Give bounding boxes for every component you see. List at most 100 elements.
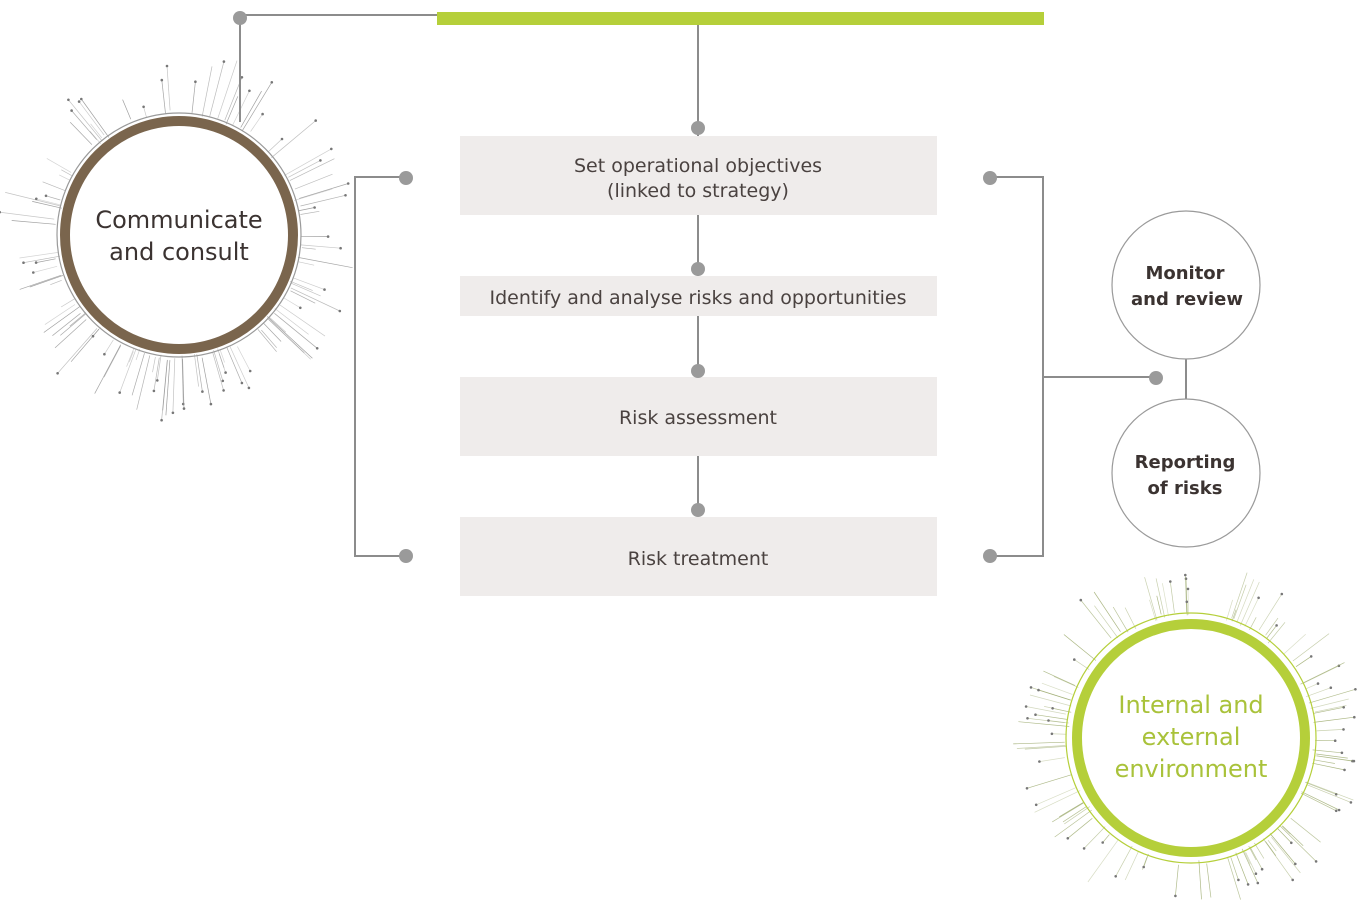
burst-ray	[1283, 633, 1306, 655]
burst-ray	[271, 120, 316, 158]
connector-dot	[399, 171, 413, 185]
burst-ray	[1262, 838, 1293, 881]
burst-ray	[42, 181, 66, 192]
burst-ray	[217, 348, 225, 368]
burst-dot	[1352, 759, 1356, 763]
burst-ray	[283, 297, 301, 309]
burst-ray	[94, 344, 122, 394]
burst-dot	[1079, 598, 1083, 602]
step-box-objectives: Set operational objectives (linked to st…	[460, 136, 937, 215]
burst-ray	[1026, 774, 1072, 789]
right-bracket	[990, 176, 1044, 557]
burst-dot	[156, 379, 159, 382]
burst-ray	[268, 319, 305, 353]
burst-ray	[1305, 683, 1319, 690]
connector-dot	[691, 503, 705, 517]
burst-ray	[152, 357, 156, 373]
burst-ray	[267, 316, 313, 359]
burst-ray	[274, 308, 309, 335]
burst-dot	[1174, 894, 1177, 898]
burst-ray	[1316, 729, 1344, 732]
burst-ray	[50, 279, 62, 286]
burst-dot	[1025, 787, 1029, 790]
burst-ray	[131, 353, 145, 396]
step-label-identify: Identify and analyse risks and opportuni…	[489, 287, 906, 309]
burst-ray	[1162, 583, 1169, 617]
burst-dot	[1237, 878, 1240, 882]
burst-dot	[221, 379, 225, 383]
burst-ray	[1266, 625, 1277, 639]
burst-ray	[1169, 581, 1175, 613]
burst-ray	[1313, 716, 1355, 723]
burst-ray	[1155, 578, 1166, 618]
burst-dot	[209, 402, 213, 406]
burst-ray	[1305, 781, 1337, 795]
burst-ray	[213, 350, 224, 382]
burst-ray	[279, 304, 326, 337]
reporting-circle: Reporting of risks	[1111, 398, 1261, 548]
burst-dot	[1337, 808, 1341, 812]
burst-dot	[222, 60, 226, 63]
burst-ray	[261, 329, 277, 348]
burst-ray	[45, 195, 61, 201]
burst-ray	[1230, 857, 1239, 881]
burst-ray	[1094, 605, 1119, 639]
burst-ray	[1052, 707, 1072, 713]
burst-ray	[71, 110, 97, 140]
burst-ray	[1039, 757, 1065, 762]
left-bracket	[354, 176, 406, 557]
burst-ray	[1269, 833, 1296, 865]
step-label-treatment: Risk treatment	[628, 548, 769, 570]
burst-dot	[1050, 732, 1054, 736]
burst-ray	[1235, 852, 1249, 885]
burst-ray	[1316, 753, 1348, 759]
burst-dot	[1294, 862, 1297, 866]
burst-ray	[44, 304, 76, 325]
connector-dot	[399, 549, 413, 563]
burst-dot	[315, 347, 319, 350]
burst-dot	[1037, 688, 1040, 692]
burst-ray	[242, 82, 273, 131]
burst-ray	[194, 354, 199, 387]
burst-ray	[1144, 577, 1158, 621]
burst-dot	[171, 411, 175, 415]
burst-ray	[1281, 825, 1291, 835]
burst-ray	[52, 313, 81, 336]
reporting-label-line2: of risks	[1148, 478, 1223, 499]
burst-ray	[1149, 599, 1157, 621]
burst-ray	[1124, 851, 1139, 881]
burst-dot	[1342, 706, 1345, 709]
burst-dot	[1343, 768, 1346, 772]
burst-ray	[299, 183, 349, 199]
burst-ray	[104, 339, 114, 355]
burst-dot	[1186, 587, 1190, 591]
burst-dot	[280, 137, 284, 141]
burst-dot	[1246, 883, 1250, 886]
burst-ray	[1239, 581, 1260, 626]
burst-ray	[166, 65, 171, 111]
burst-ray	[1312, 749, 1342, 754]
burst-ray	[300, 210, 320, 215]
burst-ray	[1041, 682, 1073, 695]
burst-ray	[1314, 705, 1347, 713]
burst-dot	[247, 386, 251, 390]
burst-ray	[70, 328, 100, 362]
burst-ray	[290, 290, 316, 304]
burst-ray	[1102, 834, 1110, 843]
step-label-assessment: Risk assessment	[619, 407, 777, 429]
reporting-label-line1: Reporting	[1135, 452, 1236, 473]
burst-dot	[142, 105, 145, 109]
burst-ray	[1308, 688, 1356, 704]
communicate-circle: Communicate and consult	[56, 112, 302, 358]
burst-dot	[77, 100, 81, 103]
burst-ray	[1290, 817, 1321, 843]
burst-dot	[240, 76, 244, 79]
burst-ray	[1302, 665, 1340, 684]
burst-dot	[1082, 847, 1086, 850]
burst-dot	[319, 159, 322, 162]
burst-dot	[56, 372, 59, 375]
burst-dot	[248, 369, 252, 373]
burst-ray	[60, 313, 86, 336]
burst-dot	[44, 194, 48, 198]
burst-ray	[1254, 842, 1265, 859]
